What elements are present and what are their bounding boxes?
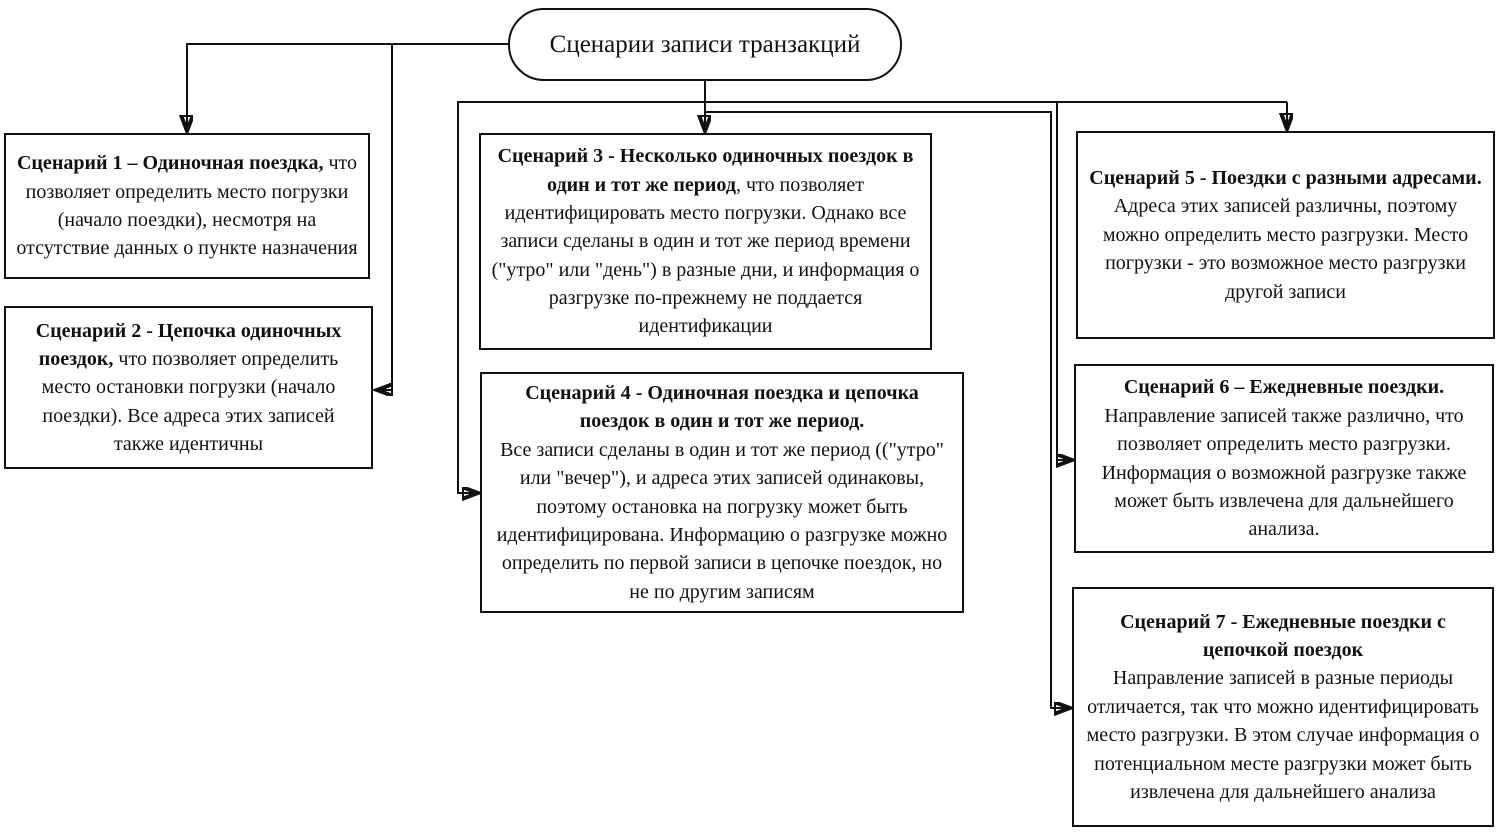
scenario-2-heading: Сценарий 2 - Цепочка одиночных поездок, <box>35 319 342 370</box>
scenario-1-text: Сценарий 1 – Одиночная поездка, что позв… <box>16 149 358 263</box>
arrow-title-to-scenario-2 <box>377 44 393 390</box>
scenario-7-text: Сценарий 7 - Ежедневные поездки с цепочк… <box>1084 608 1482 807</box>
scenario-1-body: что позволяет определить место погрузки … <box>16 152 358 260</box>
arrow-title-to-scenario-1 <box>187 43 508 131</box>
scenario-5-text: Сценарий 5 - Поездки с разными адресами.… <box>1088 164 1483 306</box>
scenario-5-box: Сценарий 5 - Поездки с разными адресами.… <box>1076 131 1495 339</box>
scenario-7-heading: Сценарий 7 - Ежедневные поездки с цепочк… <box>1120 610 1446 662</box>
scenario-3-box: Сценарий 3 - Несколько одиночных поездок… <box>479 133 932 350</box>
diagram-title-node: Сценарии записи транзакций <box>508 8 902 81</box>
scenario-6-box: Сценарий 6 – Ежедневные поездки. Направле… <box>1074 364 1494 553</box>
scenario-2-body: что позволяет определить место остановки… <box>41 347 339 456</box>
arrow-title-to-scenario-6 <box>1056 102 1072 460</box>
scenario-4-text: Сценарий 4 - Одиночная поездка и цепочка… <box>492 379 952 606</box>
scenario-6-body: Направление записей также различно, что … <box>1101 404 1467 541</box>
scenario-1-box: Сценарий 1 – Одиночная поездка, что позв… <box>4 133 370 279</box>
scenario-6-text: Сценарий 6 – Ежедневные поездки. Направле… <box>1086 373 1482 543</box>
scenario-5-body: Адреса этих записей различны, поэтому мо… <box>1102 195 1469 303</box>
scenario-7-box: Сценарий 7 - Ежедневные поездки с цепочк… <box>1072 587 1494 827</box>
scenario-7-body: Направление записей в разные периоды отл… <box>1086 667 1480 803</box>
scenario-4-heading: Сценарий 4 - Одиночная поездка и цепочка… <box>525 381 919 433</box>
scenario-1-heading: Сценарий 1 – Одиночная поездка, <box>16 152 324 175</box>
scenario-2-text: Сценарий 2 - Цепочка одиночных поездок, … <box>16 317 361 459</box>
scenario-5-heading: Сценарий 5 - Поездки с разными адресами. <box>1089 167 1482 190</box>
scenario-4-body: Все записи сделаны в один и тот же перио… <box>496 438 948 603</box>
scenario-3-text: Сценарий 3 - Несколько одиночных поездок… <box>491 142 920 341</box>
scenario-3-body: , что позволяет идентифицировать место п… <box>491 173 920 338</box>
scenario-6-heading: Сценарий 6 – Ежедневные поездки. <box>1123 376 1445 399</box>
diagram-title: Сценарии записи транзакций <box>549 30 861 58</box>
scenario-4-box: Сценарий 4 - Одиночная поездка и цепочка… <box>480 372 964 613</box>
scenario-2-box: Сценарий 2 - Цепочка одиночных поездок, … <box>4 306 373 469</box>
